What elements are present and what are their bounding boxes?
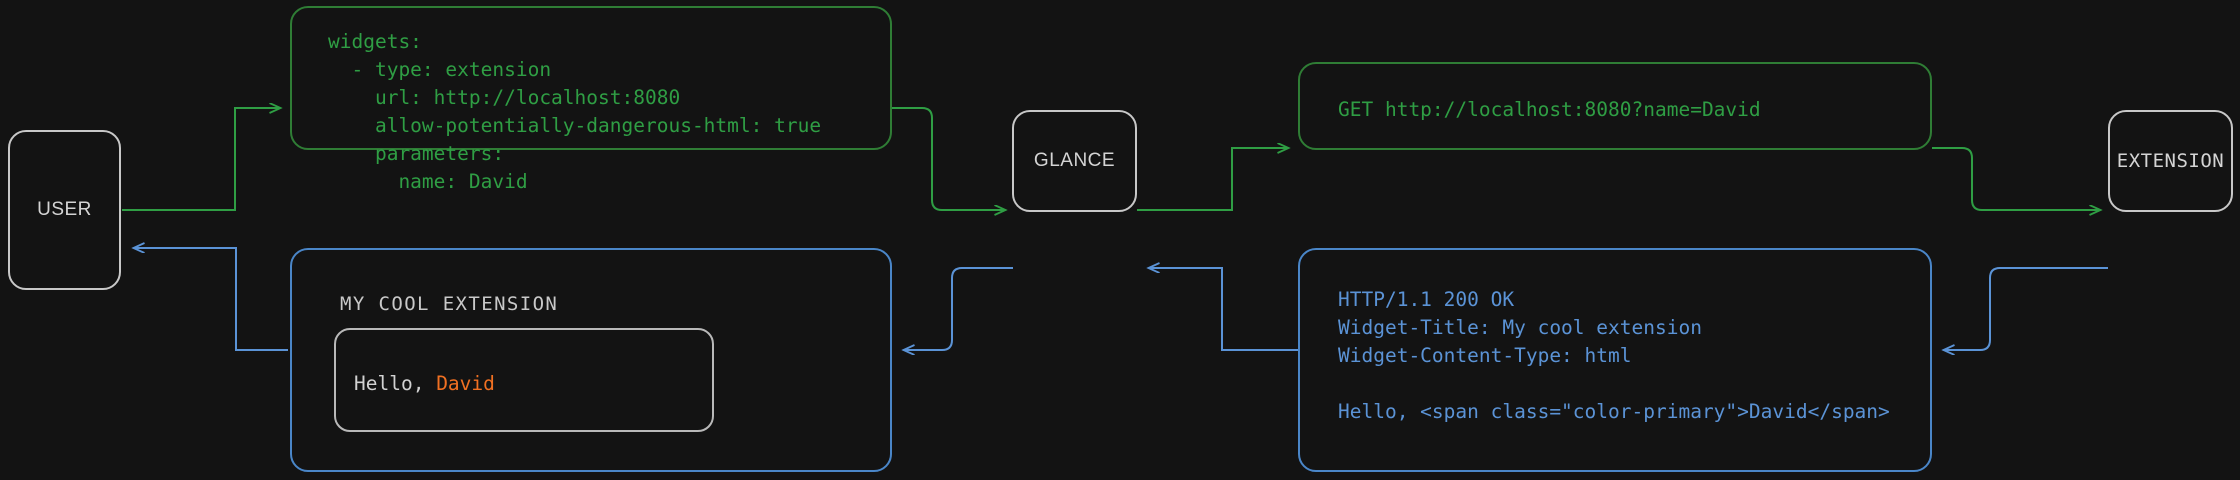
widget-card-title: MY COOL EXTENSION <box>340 293 559 315</box>
request-card: GET http://localhost:8080?name=David <box>1298 62 1932 150</box>
node-glance-label: GLANCE <box>1033 150 1116 171</box>
config-card-code: widgets: - type: extension url: http://l… <box>328 30 822 193</box>
node-user-label: USER <box>37 199 92 220</box>
edge-response-to-glance <box>1149 268 1298 351</box>
node-glance[interactable]: GLANCE <box>1012 110 1137 212</box>
edge-extension-to-response <box>1944 267 2108 350</box>
node-extension-label: EXTENSION <box>2116 150 2225 172</box>
node-user[interactable]: USER <box>8 130 121 290</box>
node-extension[interactable]: EXTENSION <box>2108 110 2233 212</box>
edge-config-to-glance <box>892 107 1005 210</box>
widget-card-body: Hello, David <box>354 372 495 395</box>
edge-glance-to-widget <box>904 267 1013 350</box>
request-card-code: GET http://localhost:8080?name=David <box>1338 98 1761 121</box>
config-card: widgets: - type: extension url: http://l… <box>290 6 892 193</box>
widget-card-body-box: Hello, David <box>334 328 714 432</box>
response-card: HTTP/1.1 200 OK Widget-Title: My cool ex… <box>1298 248 1932 472</box>
widget-card-body-accent: David <box>436 372 495 395</box>
edge-widget-to-user <box>134 248 288 351</box>
response-card-code: HTTP/1.1 200 OK Widget-Title: My cool ex… <box>1338 288 1890 423</box>
edge-user-to-config <box>122 108 280 211</box>
edge-request-to-extension <box>1932 147 2100 210</box>
widget-card-body-prefix: Hello, <box>354 372 437 395</box>
widget-card: MY COOL EXTENSION Hello, David <box>290 248 892 472</box>
edge-glance-to-request <box>1137 148 1288 211</box>
